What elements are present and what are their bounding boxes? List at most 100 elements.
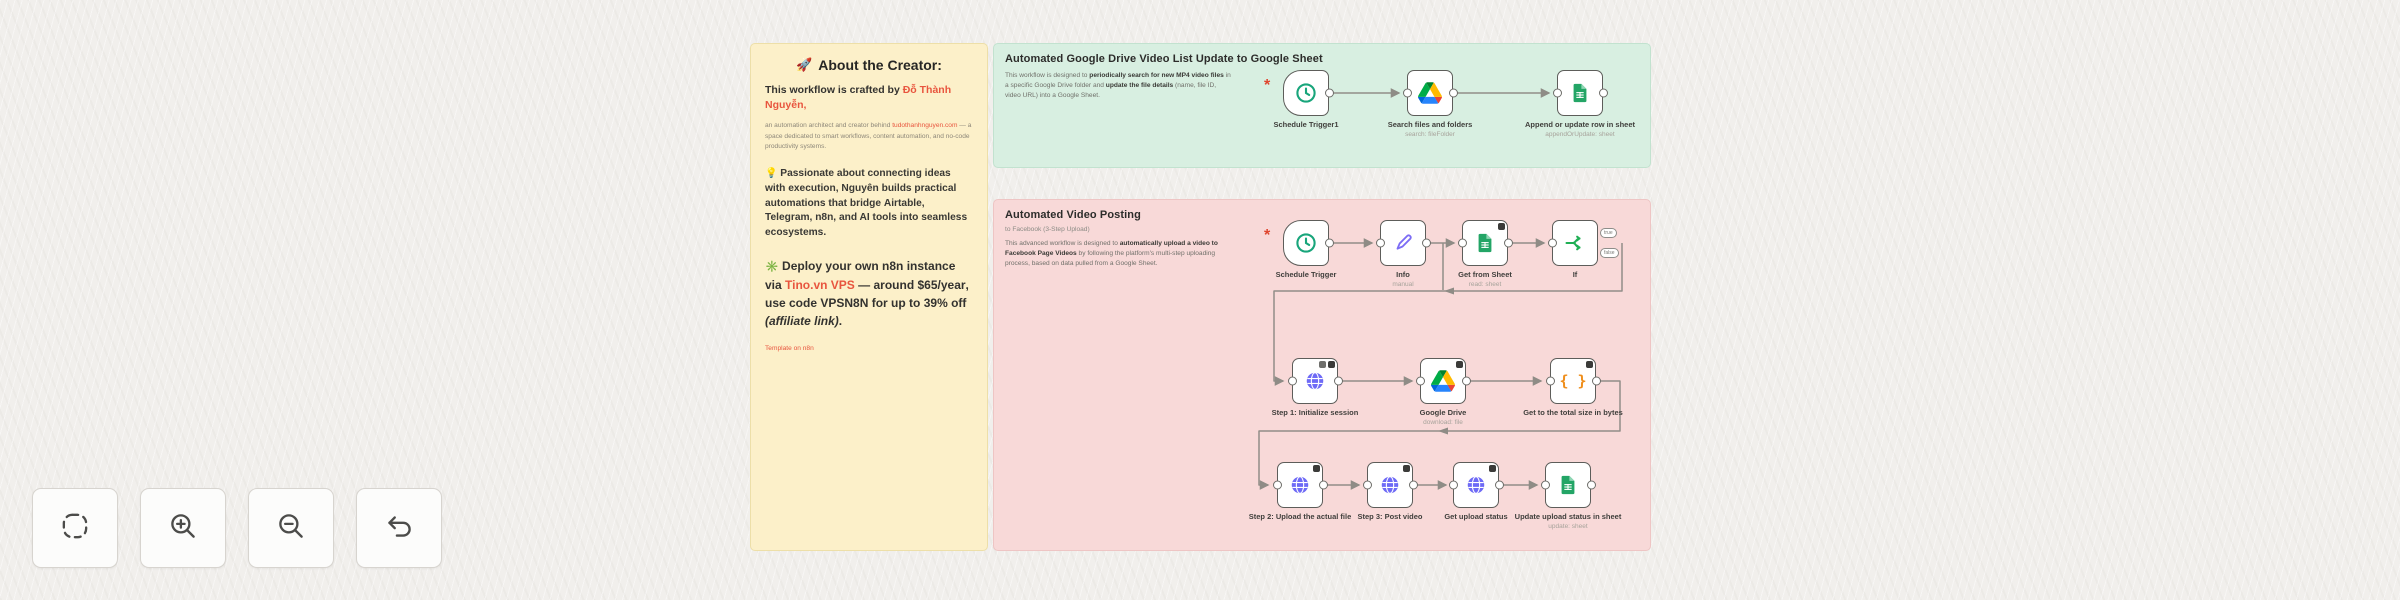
creator-bio: an automation architect and creator behi… (765, 122, 972, 150)
node-label: Step 1: Initialize session (1271, 408, 1359, 417)
node-label: Get upload status (1444, 512, 1508, 521)
node-info-set[interactable] (1375, 220, 1431, 266)
google-sheets-icon (1557, 474, 1579, 496)
if-true-output[interactable]: true (1600, 228, 1617, 238)
note-badge (1586, 361, 1593, 368)
bulb-icon: 💡 (765, 168, 778, 180)
sticky-note-about-creator[interactable]: 🚀 About the Creator: This workflow is cr… (750, 43, 988, 551)
google-sheets-icon (1569, 82, 1591, 104)
node-get-from-sheet[interactable] (1457, 220, 1513, 266)
reset-zoom-button[interactable] (356, 488, 442, 568)
if-branch-icon (1563, 231, 1587, 255)
node-label: Step 2: Upload the actual file (1248, 512, 1352, 521)
input-port[interactable] (1272, 480, 1282, 490)
input-port[interactable] (1415, 376, 1425, 386)
node-if[interactable] (1547, 220, 1598, 266)
trigger-marker: * (1264, 227, 1271, 244)
trigger-marker: * (1264, 77, 1271, 94)
creator-site-link[interactable]: tudothanhnguyen.com (892, 122, 958, 130)
output-port[interactable] (1494, 480, 1504, 490)
undo-arrow-icon (382, 509, 416, 548)
clock-icon (1294, 81, 1318, 105)
google-sheets-icon (1474, 232, 1496, 254)
output-port[interactable] (1421, 238, 1431, 248)
input-port[interactable] (1375, 238, 1385, 248)
output-port[interactable] (1591, 376, 1601, 386)
creator-title-text: About the Creator: (818, 57, 942, 73)
input-port[interactable] (1457, 238, 1467, 248)
http-globe-icon (1304, 370, 1326, 392)
zoom-to-fit-button[interactable] (32, 488, 118, 568)
output-port[interactable] (1408, 480, 1418, 490)
node-schedule-trigger[interactable] (1283, 220, 1334, 266)
node-append-update-sheet[interactable] (1552, 70, 1608, 116)
node-code-total-size[interactable]: { } (1545, 358, 1601, 404)
http-globe-icon (1379, 474, 1401, 496)
node-label: If (1572, 270, 1578, 279)
node-search-files-and-folders[interactable] (1402, 70, 1458, 116)
http-globe-icon (1289, 474, 1311, 496)
node-label: Get to the total size in bytes (1523, 408, 1623, 417)
input-port[interactable] (1552, 88, 1562, 98)
node-update-status-sheet[interactable] (1540, 462, 1596, 508)
note-badge (1313, 465, 1320, 472)
google-drive-icon (1418, 82, 1442, 104)
fit-view-icon (58, 509, 92, 548)
google-drive-icon (1431, 370, 1455, 392)
zoom-out-icon (274, 509, 308, 548)
creator-deploy: ✳️ Deploy your own n8n instance via Tino… (765, 259, 969, 328)
output-port[interactable] (1461, 376, 1471, 386)
output-port[interactable] (1318, 480, 1328, 490)
vps-link[interactable]: Tino.vn VPS (785, 277, 855, 292)
input-port[interactable] (1448, 480, 1458, 490)
creator-name: Đỗ Thành Nguyễn, (765, 84, 952, 112)
note-badge (1403, 465, 1410, 472)
node-step2-upload-file[interactable] (1272, 462, 1328, 508)
note-badge (1328, 361, 1335, 368)
node-label: Schedule Trigger1 (1273, 120, 1339, 129)
output-port[interactable] (1333, 376, 1343, 386)
input-port[interactable] (1547, 238, 1557, 248)
input-port[interactable] (1287, 376, 1297, 386)
node-get-upload-status[interactable] (1448, 462, 1504, 508)
zoom-out-button[interactable] (248, 488, 334, 568)
input-port[interactable] (1540, 480, 1550, 490)
clock-icon (1294, 231, 1318, 255)
node-step1-initialize-session[interactable] (1287, 358, 1343, 404)
input-port[interactable] (1545, 376, 1555, 386)
output-port[interactable] (1503, 238, 1513, 248)
http-globe-icon (1465, 474, 1487, 496)
node-google-drive-download[interactable] (1415, 358, 1471, 404)
sync-note-body: This workflow is designed to periodicall… (1005, 72, 1231, 100)
input-port[interactable] (1402, 88, 1412, 98)
output-port[interactable] (1598, 88, 1608, 98)
template-link[interactable]: Template on n8n (765, 344, 814, 352)
output-port[interactable] (1586, 480, 1596, 490)
sync-note-title: Automated Google Drive Video List Update… (1005, 53, 1323, 65)
node-step3-post-video[interactable] (1362, 462, 1418, 508)
output-port[interactable] (1448, 88, 1458, 98)
output-port[interactable] (1324, 88, 1334, 98)
node-schedule-trigger1[interactable] (1283, 70, 1334, 116)
zoom-in-button[interactable] (140, 488, 226, 568)
creator-passion: 💡 Passionate about connecting ideas with… (765, 168, 968, 239)
output-port[interactable] (1324, 238, 1334, 248)
posting-note-subtitle: to Facebook (3-Step Upload) (1005, 226, 1090, 233)
note-badge (1456, 361, 1463, 368)
code-icon: { } (1559, 372, 1587, 390)
edit-pencil-icon (1392, 232, 1414, 254)
note-badge (1489, 465, 1496, 472)
node-label: Step 3: Post video (1357, 512, 1423, 521)
zoom-in-icon (166, 509, 200, 548)
creator-note-title: 🚀 About the Creator: (765, 57, 973, 73)
posting-note-body: This advanced workflow is designed to au… (1005, 240, 1218, 268)
sticky-note-drive-sync[interactable]: Automated Google Drive Video List Update… (993, 43, 1651, 168)
input-port[interactable] (1362, 480, 1372, 490)
rocket-icon: 🚀 (796, 57, 813, 72)
if-false-output[interactable]: false (1600, 248, 1619, 258)
